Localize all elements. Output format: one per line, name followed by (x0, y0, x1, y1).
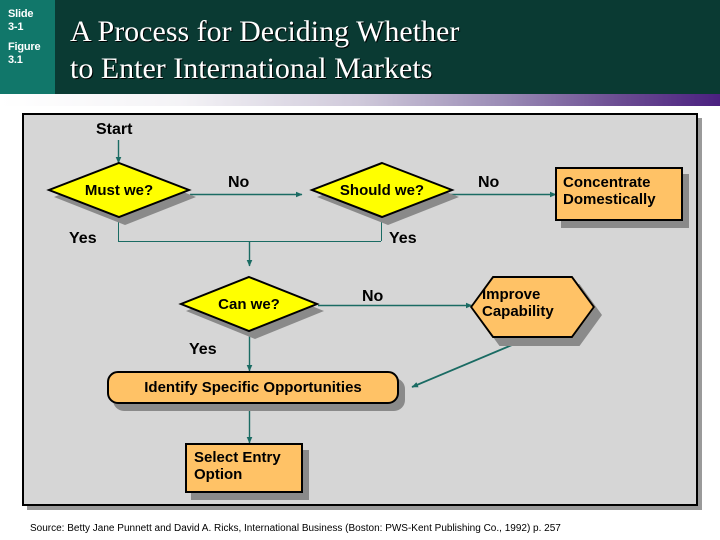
connector-merge-to-can-we (249, 241, 250, 264)
edge-label-can-we-no: No (362, 288, 384, 305)
improve-capability-label-line-1: Improve (482, 286, 541, 303)
edge-label-can-we-yes: Yes (189, 341, 217, 358)
node-can-we[interactable]: Can we? (178, 275, 324, 339)
page-title-line-2: to Enter International Markets (70, 52, 433, 85)
select-entry-label-line-2: Option (194, 466, 243, 483)
badge-figure-label: Figure (8, 41, 41, 53)
select-entry-label-group: Select Entry Option (185, 443, 303, 493)
should-we-diamond-icon (309, 161, 455, 219)
must-we-label: Must we? (84, 181, 154, 199)
badge-slide-label: Slide (8, 8, 34, 20)
concentrate-label-line-1: Concentrate (563, 174, 651, 191)
connector-can-we-to-improve (318, 305, 470, 306)
source-citation: Source: Betty Jane Punnett and David A. … (30, 523, 561, 534)
label-start: Start (96, 121, 133, 138)
connector-start-to-must-we (118, 140, 119, 162)
must-we-diamond-icon (46, 161, 192, 219)
select-entry-box (185, 443, 303, 493)
edge-label-must-we-no: No (228, 174, 250, 191)
connector-can-we-yes-down (249, 332, 250, 369)
can-we-label: Can we? (218, 295, 280, 313)
identify-label: Identify Specific Opportunities (144, 379, 362, 396)
header-accent-strip (0, 94, 720, 106)
node-must-we[interactable]: Must we? (46, 161, 196, 225)
improve-capability-label-line-2: Capability (482, 303, 554, 320)
identify-box (107, 371, 399, 404)
improve-capability-label-group: Improve Capability (470, 276, 595, 338)
can-we-diamond-icon (178, 275, 320, 333)
edge-label-should-we-yes: Yes (389, 230, 417, 247)
concentrate-label-line-2: Domestically (563, 191, 656, 208)
connector-should-we-yes-down (381, 218, 382, 241)
slide-number-badge: Slide 3-1 Figure 3.1 (0, 0, 55, 94)
edge-label-must-we-yes: Yes (69, 230, 97, 247)
select-entry-label-line-1: Select Entry (194, 449, 281, 466)
node-should-we[interactable]: Should we? (309, 161, 459, 225)
node-concentrate-domestically[interactable]: Concentrate Domestically (555, 167, 689, 228)
connector-must-we-yes-down (118, 218, 119, 241)
node-improve-capability[interactable]: Improve Capability (470, 276, 602, 346)
edge-label-should-we-no: No (478, 174, 500, 191)
slide-header: Slide 3-1 Figure 3.1 A Process for Decid… (0, 0, 720, 94)
improve-capability-hexagon-icon (470, 276, 595, 338)
badge-slide-number: 3-1 (8, 21, 24, 33)
page-title: A Process for Deciding Whether to Enter … (70, 13, 670, 87)
concentrate-label-group: Concentrate Domestically (555, 167, 683, 221)
node-select-entry-option[interactable]: Select Entry Option (185, 443, 309, 500)
concentrate-box (555, 167, 683, 221)
should-we-label: Should we? (339, 181, 425, 199)
page-title-line-1: A Process for Deciding Whether (70, 15, 460, 48)
node-identify-specific-opportunities[interactable]: Identify Specific Opportunities (107, 371, 405, 411)
badge-figure-number: 3.1 (8, 54, 23, 66)
connector-must-we-to-should-we (190, 194, 300, 195)
